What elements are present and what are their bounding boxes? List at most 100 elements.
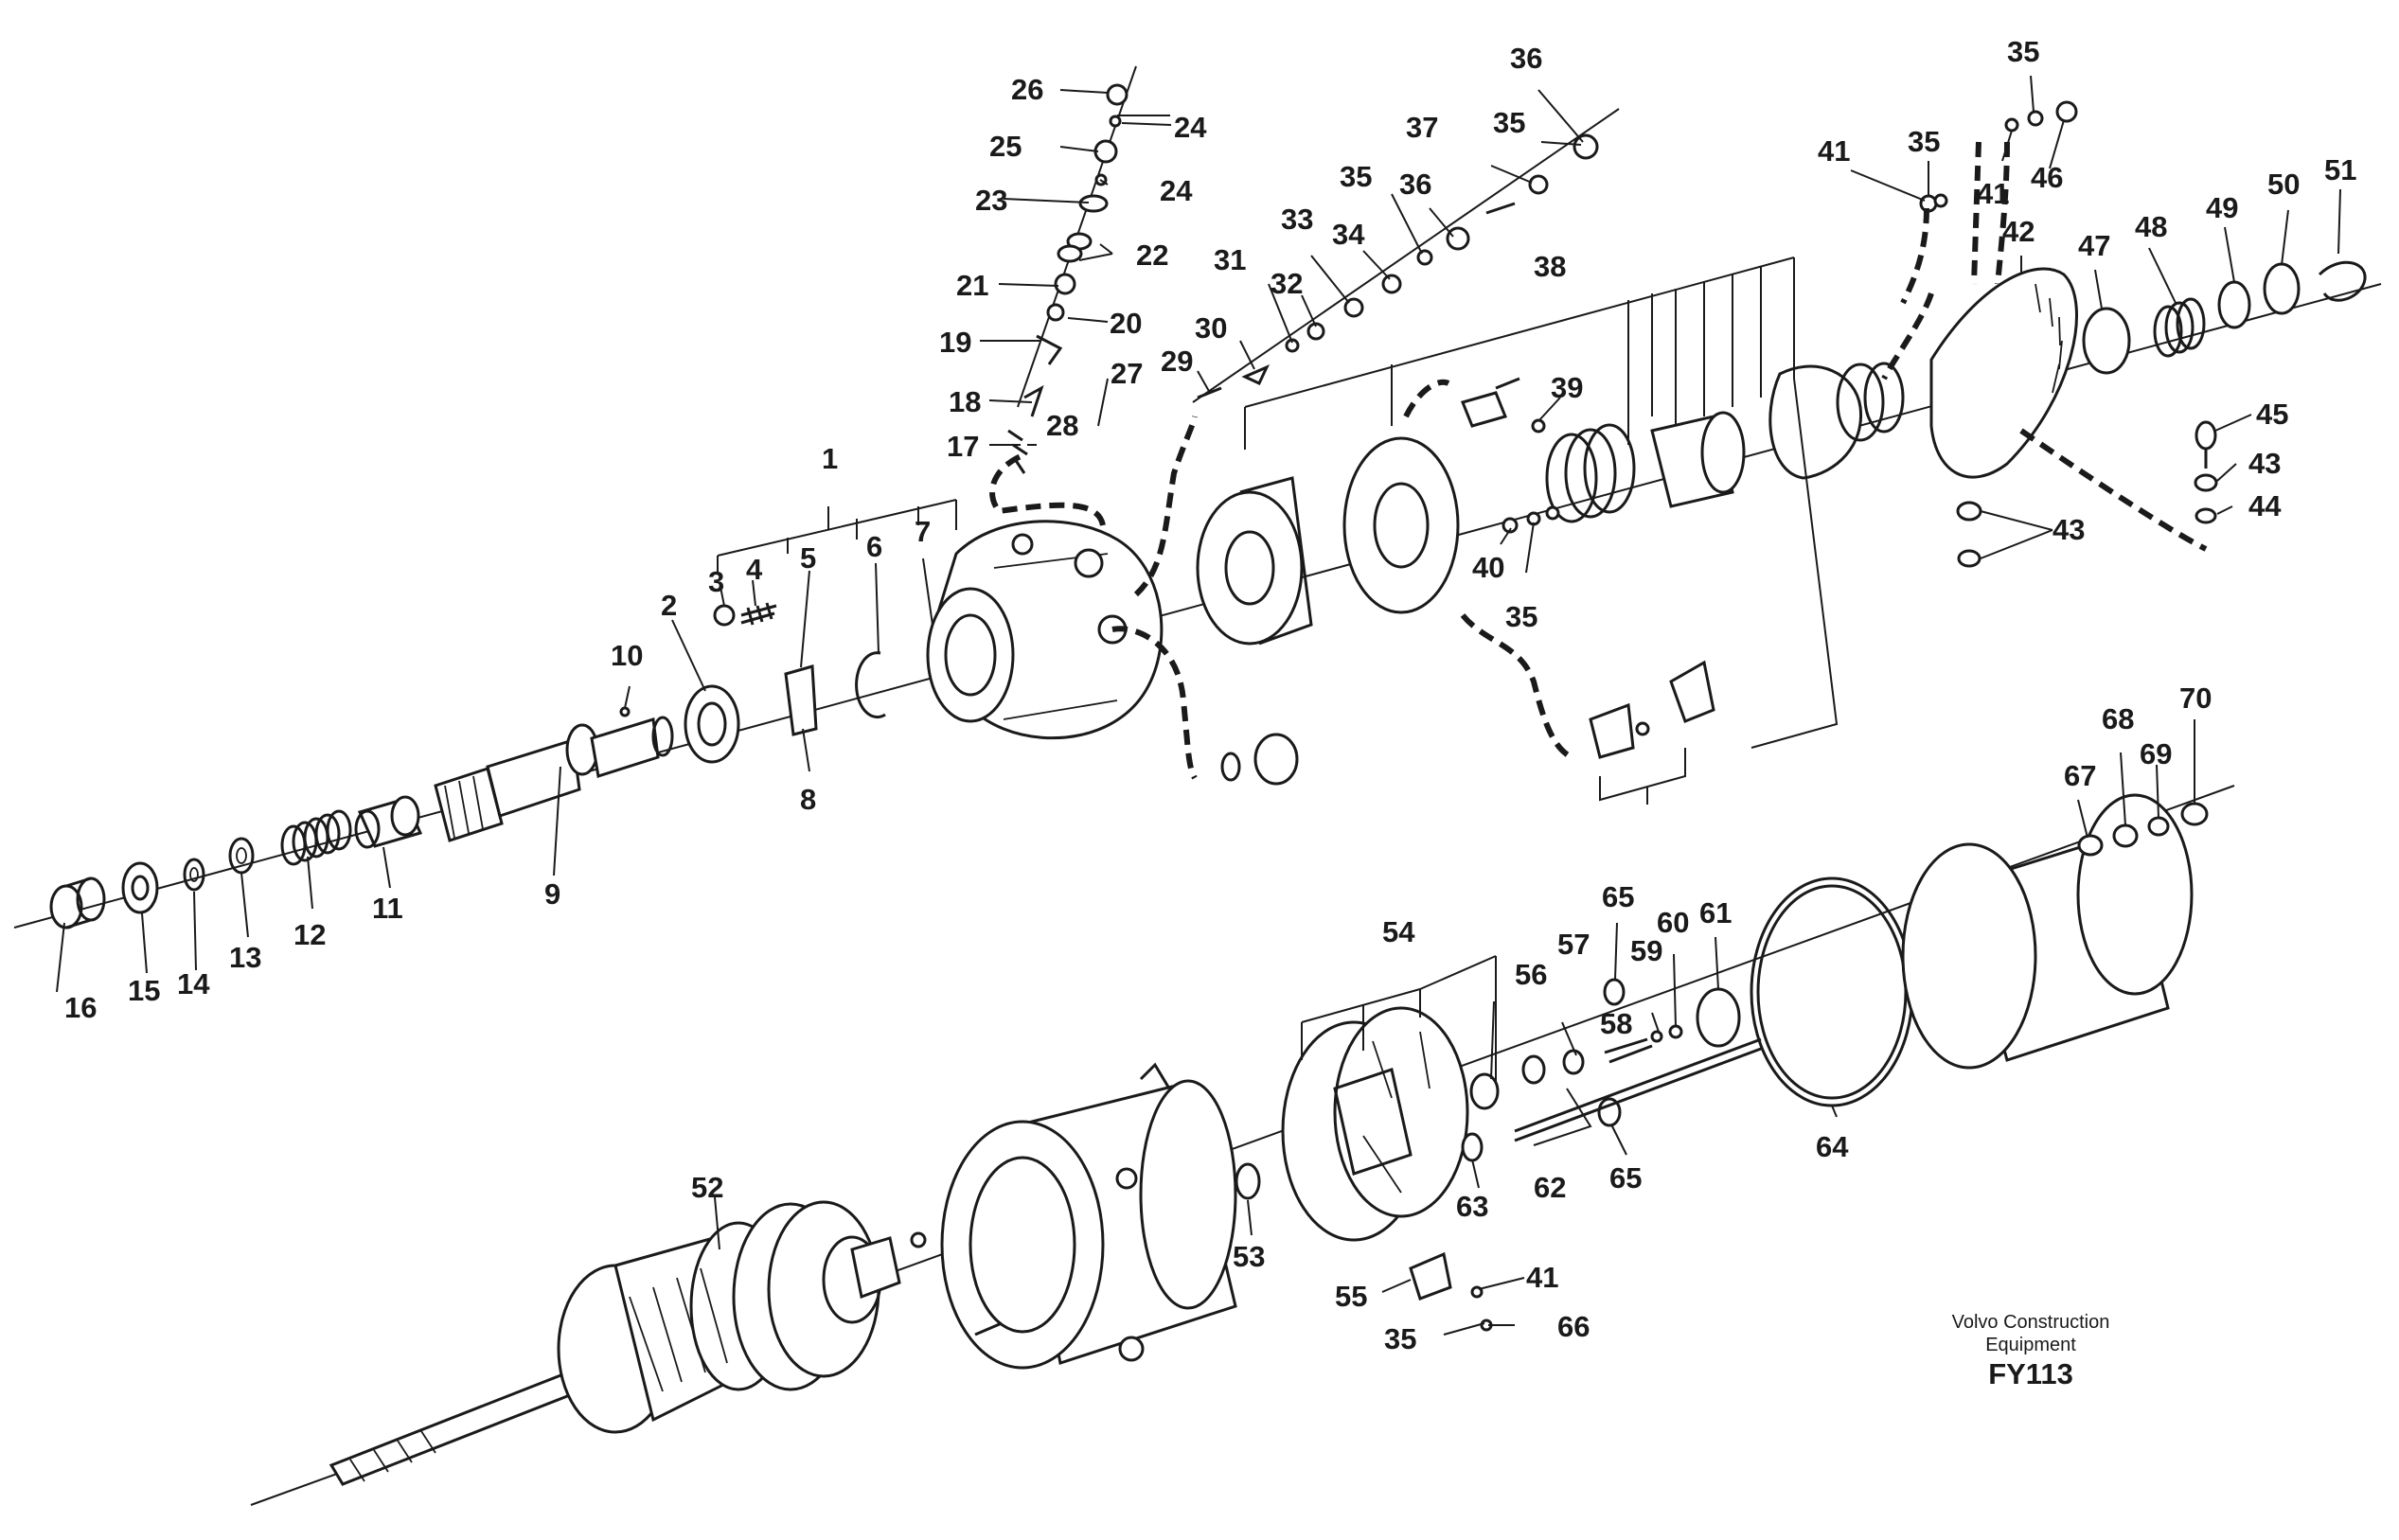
callout-5: 5 <box>800 541 816 575</box>
callout-39: 39 <box>1551 371 1583 404</box>
part-63-ring <box>1461 1132 1484 1162</box>
upper-assembly <box>13 65 2382 929</box>
callout-33: 33 <box>1281 203 1313 236</box>
callout-35-e: 35 <box>2007 35 2039 68</box>
callout-28: 28 <box>1046 409 1078 442</box>
part-67-70-stack <box>2077 802 2209 857</box>
callout-17: 17 <box>947 430 979 463</box>
part-15-sleeve <box>121 861 159 914</box>
callout-41-c: 41 <box>1526 1261 1558 1294</box>
callout-23: 23 <box>975 184 1007 217</box>
callout-11: 11 <box>372 892 403 925</box>
part-contact-plate <box>1342 436 1460 614</box>
callout-35-c: 35 <box>1505 600 1537 633</box>
part-5-bushing <box>784 664 818 736</box>
callout-35-d: 35 <box>1908 125 1940 158</box>
callout-25: 25 <box>989 130 1022 163</box>
callout-45: 45 <box>2256 398 2288 431</box>
part-56-60-small <box>1469 978 1683 1127</box>
callout-26: 26 <box>1011 73 1043 106</box>
callout-6: 6 <box>866 530 882 563</box>
callout-40: 40 <box>1472 551 1504 584</box>
callout-68: 68 <box>2102 702 2134 735</box>
callout-66: 66 <box>1557 1310 1590 1343</box>
part-46-bolt <box>2004 100 2078 133</box>
part-3-4-screw <box>713 602 777 627</box>
callout-16: 16 <box>64 991 97 1024</box>
callout-34: 34 <box>1332 218 1365 251</box>
part-9-pinion-drive <box>434 716 674 842</box>
part-11-sleeve <box>354 795 423 849</box>
callout-38: 38 <box>1534 250 1566 283</box>
callout-65-a: 65 <box>1602 880 1634 913</box>
callout-63: 63 <box>1456 1190 1488 1223</box>
callout-9: 9 <box>544 877 560 911</box>
part-14-washer <box>183 858 205 892</box>
part-field-housing <box>910 1062 1237 1370</box>
callout-56: 56 <box>1515 958 1547 991</box>
callout-46: 46 <box>2031 161 2063 194</box>
part-bolt-head <box>1220 733 1299 786</box>
caption-line-1: Volvo Construction <box>1951 1312 2110 1333</box>
part-64-o-ring <box>1750 876 1914 1107</box>
callout-10: 10 <box>611 639 643 672</box>
part-10-ball <box>619 706 631 717</box>
callout-13: 13 <box>229 941 261 974</box>
callout-35-a: 35 <box>1340 160 1372 193</box>
callout-29: 29 <box>1161 345 1193 378</box>
callout-15: 15 <box>128 974 160 1007</box>
callout-57: 57 <box>1557 928 1590 961</box>
callout-4: 4 <box>746 553 763 586</box>
callout-41-b: 41 <box>1977 177 2009 210</box>
callout-61: 61 <box>1699 896 1732 929</box>
part-61-bushing <box>1696 987 1741 1048</box>
callout-20: 20 <box>1110 307 1142 340</box>
callout-7: 7 <box>915 515 931 548</box>
callout-3: 3 <box>708 565 724 598</box>
callout-36-b: 36 <box>1399 168 1431 201</box>
part-terminal-clip <box>1589 660 1715 759</box>
callout-64: 64 <box>1816 1130 1849 1163</box>
callout-44: 44 <box>2248 489 2282 522</box>
part-solenoid-coil <box>1196 476 1313 646</box>
callout-22: 22 <box>1136 239 1168 272</box>
callout-55: 55 <box>1335 1280 1367 1313</box>
part-12-spring <box>280 809 352 866</box>
callout-43-a: 43 <box>2248 447 2281 480</box>
figure-code: FY113 <box>1988 1357 2073 1390</box>
part-62-bolt <box>1514 1037 1762 1142</box>
part-43-45-stack <box>1956 420 2218 568</box>
lower-assembly <box>250 785 2235 1506</box>
callout-35-b: 35 <box>1493 106 1525 139</box>
part-38-springs <box>1545 362 1905 523</box>
callout-62: 62 <box>1534 1171 1566 1204</box>
callout-67: 67 <box>2064 759 2096 792</box>
callout-48: 48 <box>2135 210 2167 243</box>
callout-54: 54 <box>1382 915 1415 948</box>
callout-47: 47 <box>2078 229 2110 262</box>
callout-53: 53 <box>1233 1240 1265 1273</box>
callout-24-a: 24 <box>1174 111 1207 144</box>
callout-36-a: 36 <box>1510 42 1542 75</box>
part-7-housing <box>926 520 1164 740</box>
part-29-37-chain <box>1192 108 1620 403</box>
callout-51: 51 <box>2324 153 2356 186</box>
part-13-washer <box>228 837 255 875</box>
callout-42: 42 <box>2002 215 2035 248</box>
part-2-seal <box>684 684 740 764</box>
callout-30: 30 <box>1195 311 1227 345</box>
callout-43-b: 43 <box>2052 513 2085 546</box>
part-16-bushing <box>49 876 106 929</box>
callout-49: 49 <box>2206 191 2238 224</box>
callout-1: 1 <box>822 442 838 475</box>
callout-59: 59 <box>1630 934 1662 967</box>
callout-58: 58 <box>1600 1007 1632 1040</box>
callout-37: 37 <box>1406 111 1438 144</box>
part-52-armature <box>329 1200 901 1486</box>
callout-60: 60 <box>1657 906 1689 939</box>
callout-32: 32 <box>1271 267 1303 300</box>
part-19-26-chain <box>1007 65 1137 474</box>
callout-31: 31 <box>1214 243 1246 276</box>
callout-14: 14 <box>177 967 210 1000</box>
